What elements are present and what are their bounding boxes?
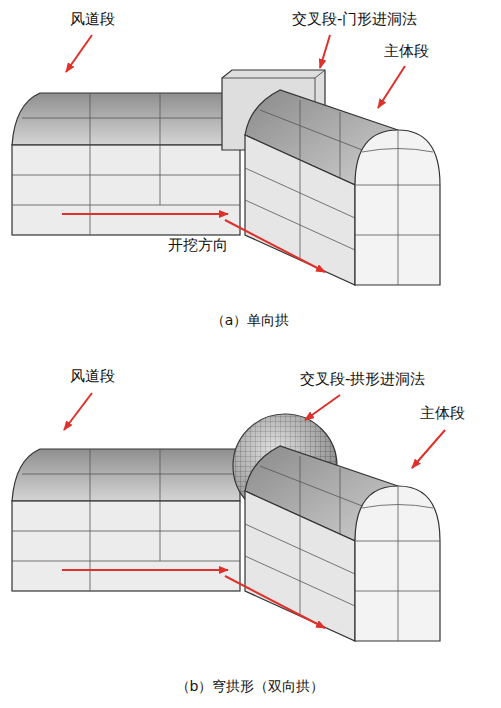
part-label: 风道段 [70,10,115,28]
subfigure-caption: （a）单向拱 [211,312,290,329]
pointer-arrow [412,430,445,468]
part-label: 主体段 [420,404,465,422]
part-label: 交叉段-拱形进洞法 [300,370,425,388]
panel-b [12,414,440,641]
pointer-arrow [305,395,340,420]
part-label: 风道段 [70,367,115,385]
direction-arrow [225,576,325,628]
part-label: 交叉段-门形进洞法 [292,10,417,28]
panel-a [12,35,440,285]
direction-arrow [62,569,228,571]
pointer-arrow [64,393,92,430]
part-label: 主体段 [384,42,429,60]
direction-label: 开挖方向 [168,236,228,254]
subfigure-caption: （b）穹拱形（双向拱） [176,678,325,695]
